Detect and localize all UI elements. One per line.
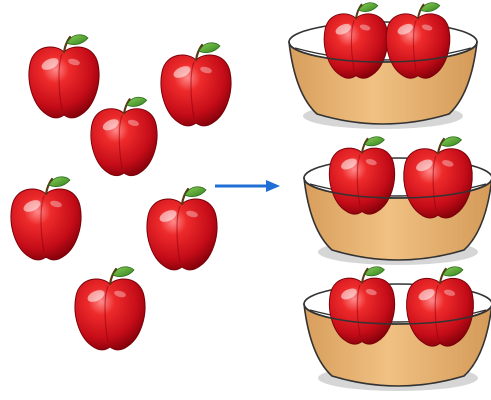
bowl: [288, 1, 478, 130]
apple-icon: [328, 265, 396, 346]
bowl: [303, 135, 491, 266]
loose-apples: [9, 33, 233, 351]
apple-icon: [385, 1, 451, 80]
apple-icon: [145, 185, 219, 271]
apple-icon: [323, 1, 389, 80]
apple-icon: [405, 265, 475, 348]
apple-icon: [27, 33, 101, 119]
apple-icon: [9, 175, 83, 261]
right-arrow-icon: [215, 180, 280, 192]
apple-icon: [89, 96, 159, 177]
apple-icon: [159, 41, 233, 127]
apple-icon: [328, 135, 396, 216]
apple-icon: [402, 135, 474, 220]
apple-icon: [73, 265, 147, 351]
bowl: [303, 265, 491, 392]
